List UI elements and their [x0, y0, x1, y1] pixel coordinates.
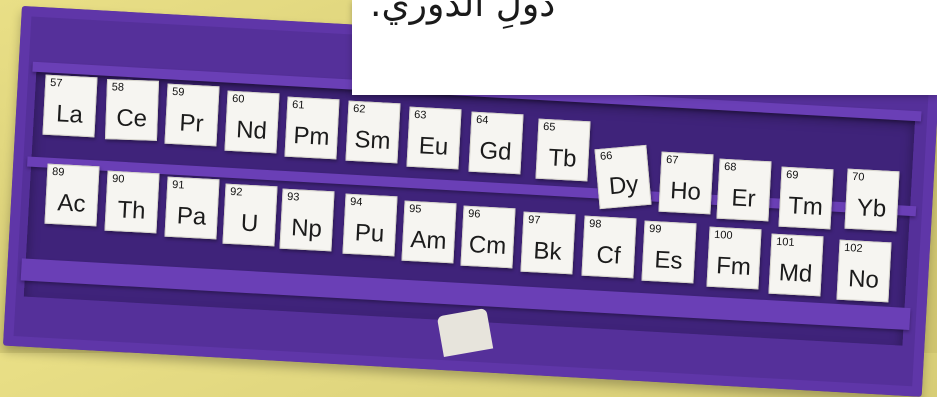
atomic-number: 94	[349, 195, 363, 209]
element-symbol: Am	[409, 226, 448, 255]
atomic-number: 70	[851, 170, 865, 184]
element-symbol: Er	[730, 184, 757, 213]
element-symbol: Md	[778, 259, 813, 288]
element-symbol: Pr	[178, 109, 205, 138]
atomic-number: 66	[599, 149, 613, 163]
atomic-number: 97	[527, 213, 541, 227]
atomic-number: 101	[775, 235, 795, 249]
atomic-number: 64	[475, 113, 489, 127]
element-symbol: Bk	[532, 237, 563, 266]
element-symbol: Ce	[115, 104, 148, 133]
atomic-number: 93	[286, 190, 300, 204]
element-symbol: Gd	[478, 137, 513, 166]
element-symbol: Cm	[468, 231, 507, 260]
element-symbol: Np	[290, 214, 323, 243]
element-symbol: Tm	[787, 192, 824, 221]
atomic-number: 61	[291, 98, 305, 112]
foreground-object	[436, 307, 494, 358]
element-symbol: La	[55, 100, 84, 129]
atomic-number: 92	[229, 185, 243, 199]
element-symbol: Pu	[354, 219, 385, 248]
element-symbol: Sm	[353, 126, 392, 155]
atomic-number: 62	[352, 102, 366, 116]
element-symbol: Cf	[595, 241, 622, 270]
atomic-number: 67	[665, 153, 679, 167]
atomic-number: 58	[111, 81, 125, 94]
element-symbol: Pa	[176, 202, 207, 231]
atomic-number: 99	[648, 222, 662, 236]
element-symbol: Es	[653, 246, 684, 275]
atomic-number: 89	[51, 165, 65, 179]
element-symbol: Pm	[292, 122, 331, 151]
caption-text: دولِ الدوري.	[370, 0, 556, 25]
element-symbol: Ho	[669, 177, 702, 206]
atomic-number: 98	[588, 217, 602, 231]
element-symbol: U	[240, 209, 259, 238]
atomic-number: 100	[713, 228, 733, 242]
element-symbol: Yb	[856, 194, 887, 223]
atomic-number: 65	[542, 120, 556, 134]
element-symbol: Tb	[547, 144, 578, 173]
element-symbol: Dy	[607, 170, 640, 201]
atomic-number: 57	[49, 76, 63, 90]
element-symbol: Eu	[418, 132, 449, 161]
element-symbol: Th	[116, 196, 147, 225]
element-symbol: Fm	[715, 252, 752, 281]
atomic-number: 95	[408, 202, 422, 216]
atomic-number: 63	[413, 108, 427, 122]
atomic-number: 68	[723, 160, 737, 174]
atomic-number: 96	[467, 207, 481, 221]
atomic-number: 90	[111, 172, 125, 186]
atomic-number: 69	[785, 168, 799, 182]
atomic-number: 102	[843, 241, 863, 255]
atomic-number: 91	[171, 178, 185, 192]
element-symbol: Ac	[56, 189, 87, 218]
atomic-number: 59	[171, 85, 185, 99]
element-symbol: No	[847, 265, 880, 294]
element-symbol: Nd	[235, 116, 268, 145]
caption-card	[352, 0, 937, 95]
atomic-number: 60	[231, 92, 245, 106]
